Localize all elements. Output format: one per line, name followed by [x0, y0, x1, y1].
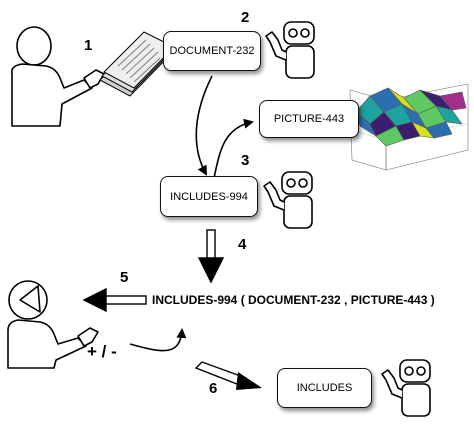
document-box: DOCUMENT-232: [163, 31, 261, 71]
includes-instance-box: INCLUDES-994: [160, 176, 258, 217]
step-1-label: 1: [84, 37, 93, 54]
robot-agent-icon-top: [265, 21, 315, 79]
arrow-document-to-includes: [195, 75, 213, 176]
human-user-figure-bottom: [7, 280, 99, 369]
robot-agent-icon-bottom: [381, 359, 431, 417]
arrow-step-6-diagonal: [194, 361, 262, 390]
includes-class-box: INCLUDES: [277, 368, 372, 408]
step-4-label: 4: [238, 236, 247, 253]
feedback-label: + / -: [87, 342, 117, 361]
surface-plot-picture: [349, 83, 469, 171]
robot-agent-icon-middle: [263, 171, 313, 229]
step-5-label: 5: [120, 269, 129, 286]
human-user-figure-top: [10, 26, 105, 127]
arrow-feedback-curve: [129, 328, 187, 352]
arrow-step-4-down: [197, 229, 225, 284]
arrow-step-5-left: [82, 287, 147, 313]
step-2-label: 2: [241, 9, 250, 26]
step-6-label: 6: [209, 380, 218, 397]
step-3-label: 3: [241, 152, 250, 169]
picture-box: PICTURE-443: [259, 100, 359, 138]
arrow-includes-to-picture: [213, 118, 254, 179]
relation-statement: INCLUDES-994 ( DOCUMENT-232 , PICTURE-44…: [152, 293, 435, 307]
